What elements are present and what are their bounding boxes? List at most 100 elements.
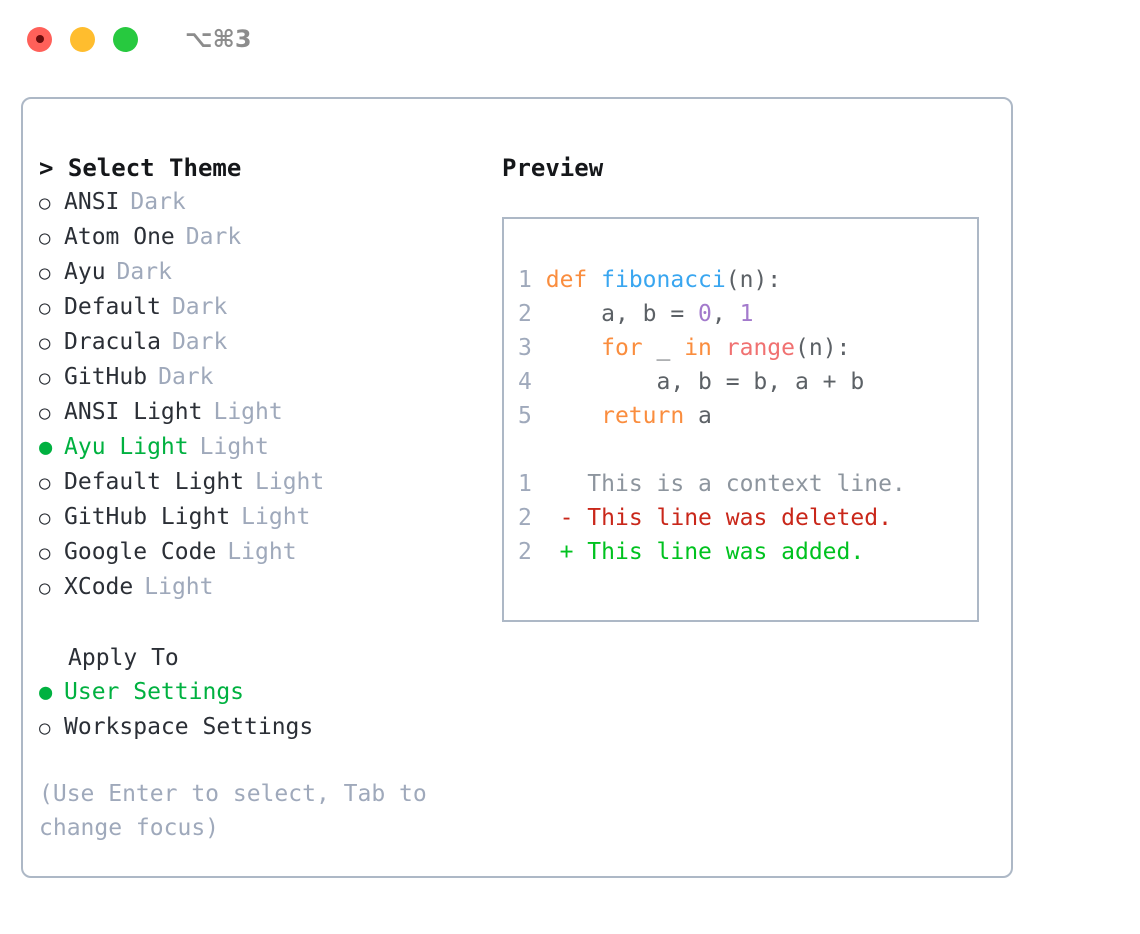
radio-empty-icon: ○ [39, 472, 51, 494]
code-token: 1 [739, 301, 754, 327]
code-token: a, b = b, a + b [545, 369, 865, 395]
diff-line-number: 2 [518, 539, 532, 565]
diff-line-text: This line was added. [587, 539, 865, 565]
theme-variant-badge: Dark [185, 224, 242, 250]
theme-option-label: ANSI [64, 189, 120, 215]
code-token: 0 [698, 301, 712, 327]
theme-option-ansi[interactable]: ○ ANSI Dark [39, 185, 509, 220]
radio-empty-icon: ○ [39, 297, 51, 319]
code-token: a, b = [545, 301, 699, 327]
diff-marker-gap [573, 471, 587, 497]
line-number: 3 [518, 335, 532, 361]
code-token: return [601, 403, 685, 429]
preview-heading: Preview [502, 154, 604, 182]
radio-selected-icon: ● [39, 680, 53, 705]
diff-gap [532, 539, 560, 565]
diff-line: 2 + This line was added. [518, 535, 977, 569]
radio-selected-icon: ● [39, 435, 53, 460]
diff-line: 1 This is a context line. [518, 467, 977, 501]
theme-variant-badge: Dark [130, 189, 186, 215]
radio-empty-icon: ○ [39, 402, 51, 424]
line-number-gap [532, 267, 546, 293]
traffic-lights [27, 26, 138, 52]
theme-variant-badge: Dark [116, 259, 172, 285]
line-number-gap [532, 369, 546, 395]
apply-to-list: ●User Settings ○ Workspace Settings [39, 675, 509, 745]
theme-option-label: GitHub Light [64, 504, 231, 530]
diff-marker: - [559, 505, 574, 531]
maximize-window-icon[interactable] [113, 26, 138, 52]
radio-empty-icon: ○ [39, 192, 51, 214]
radio-empty-icon: ○ [39, 507, 51, 529]
diff-line: 2 - This line was deleted. [518, 501, 977, 535]
code-token [546, 335, 601, 361]
code-token [712, 335, 726, 361]
theme-variant-badge: Light [144, 574, 214, 600]
keyboard-shortcut-label: ⌥⌘3 [185, 25, 252, 53]
code-token: in [684, 335, 712, 361]
radio-empty-icon: ○ [39, 577, 51, 599]
diff-marker [560, 471, 574, 497]
line-number-gap [532, 335, 546, 361]
theme-option-label: Dracula [64, 329, 161, 355]
code-token: (n): [725, 267, 782, 293]
theme-option-default-light[interactable]: ○ Default Light Light [39, 465, 509, 500]
theme-variant-badge: Dark [158, 364, 214, 390]
theme-variant-badge: Light [199, 434, 269, 460]
diff-sample: 1 This is a context line.2 - This line w… [518, 467, 977, 569]
line-number: 5 [518, 403, 532, 429]
code-line: 4 a, b = b, a + b [518, 365, 977, 399]
radio-empty-icon: ○ [39, 717, 51, 739]
code-token: range [725, 335, 796, 361]
close-window-icon[interactable] [27, 26, 52, 52]
theme-option-github-light[interactable]: ○ GitHub Light Light [39, 500, 509, 535]
radio-empty-icon: ○ [39, 542, 51, 564]
code-line: 3 for _ in range(n): [518, 331, 977, 365]
code-token: a [684, 403, 712, 429]
theme-variant-badge: Light [241, 504, 311, 530]
apply-to-option-label: Workspace Settings [64, 714, 314, 740]
code-diff-spacer [518, 433, 977, 467]
minimize-window-icon[interactable] [70, 26, 95, 52]
theme-option-dracula[interactable]: ○ Dracula Dark [39, 325, 509, 360]
theme-option-label: XCode [64, 574, 134, 600]
apply-to-option-workspace-settings[interactable]: ○ Workspace Settings [39, 710, 509, 745]
radio-empty-icon: ○ [39, 332, 51, 354]
code-token: _ [642, 335, 685, 361]
theme-variant-badge: Light [255, 469, 325, 495]
theme-option-label: Default Light [64, 469, 245, 495]
theme-variant-badge: Dark [171, 329, 228, 355]
theme-option-ayu-light[interactable]: ● Ayu Light Light [39, 430, 509, 465]
code-line: 2 a, b = 0, 1 [518, 297, 977, 331]
diff-gap [532, 505, 560, 531]
theme-option-label: Ayu Light [64, 434, 189, 460]
theme-option-label: GitHub [64, 364, 148, 390]
line-number-gap [532, 301, 546, 327]
diff-line-number: 1 [518, 471, 532, 497]
diff-line-text: This is a context line. [587, 471, 906, 497]
theme-option-xcode[interactable]: ○ XCode Light [39, 570, 509, 605]
theme-option-label: Google Code [64, 539, 217, 565]
apply-to-option-user-settings[interactable]: ●User Settings [39, 675, 509, 710]
apply-to-heading: Apply To [68, 645, 179, 671]
diff-marker: + [559, 539, 574, 565]
radio-empty-icon: ○ [39, 227, 51, 249]
code-token [546, 403, 601, 429]
line-number: 2 [518, 301, 532, 327]
theme-option-label: ANSI Light [64, 399, 203, 425]
theme-option-label: Ayu [64, 259, 106, 285]
diff-line-number: 2 [518, 505, 532, 531]
diff-gap [532, 471, 560, 497]
code-token: for [601, 335, 643, 361]
theme-variant-badge: Dark [171, 294, 228, 320]
